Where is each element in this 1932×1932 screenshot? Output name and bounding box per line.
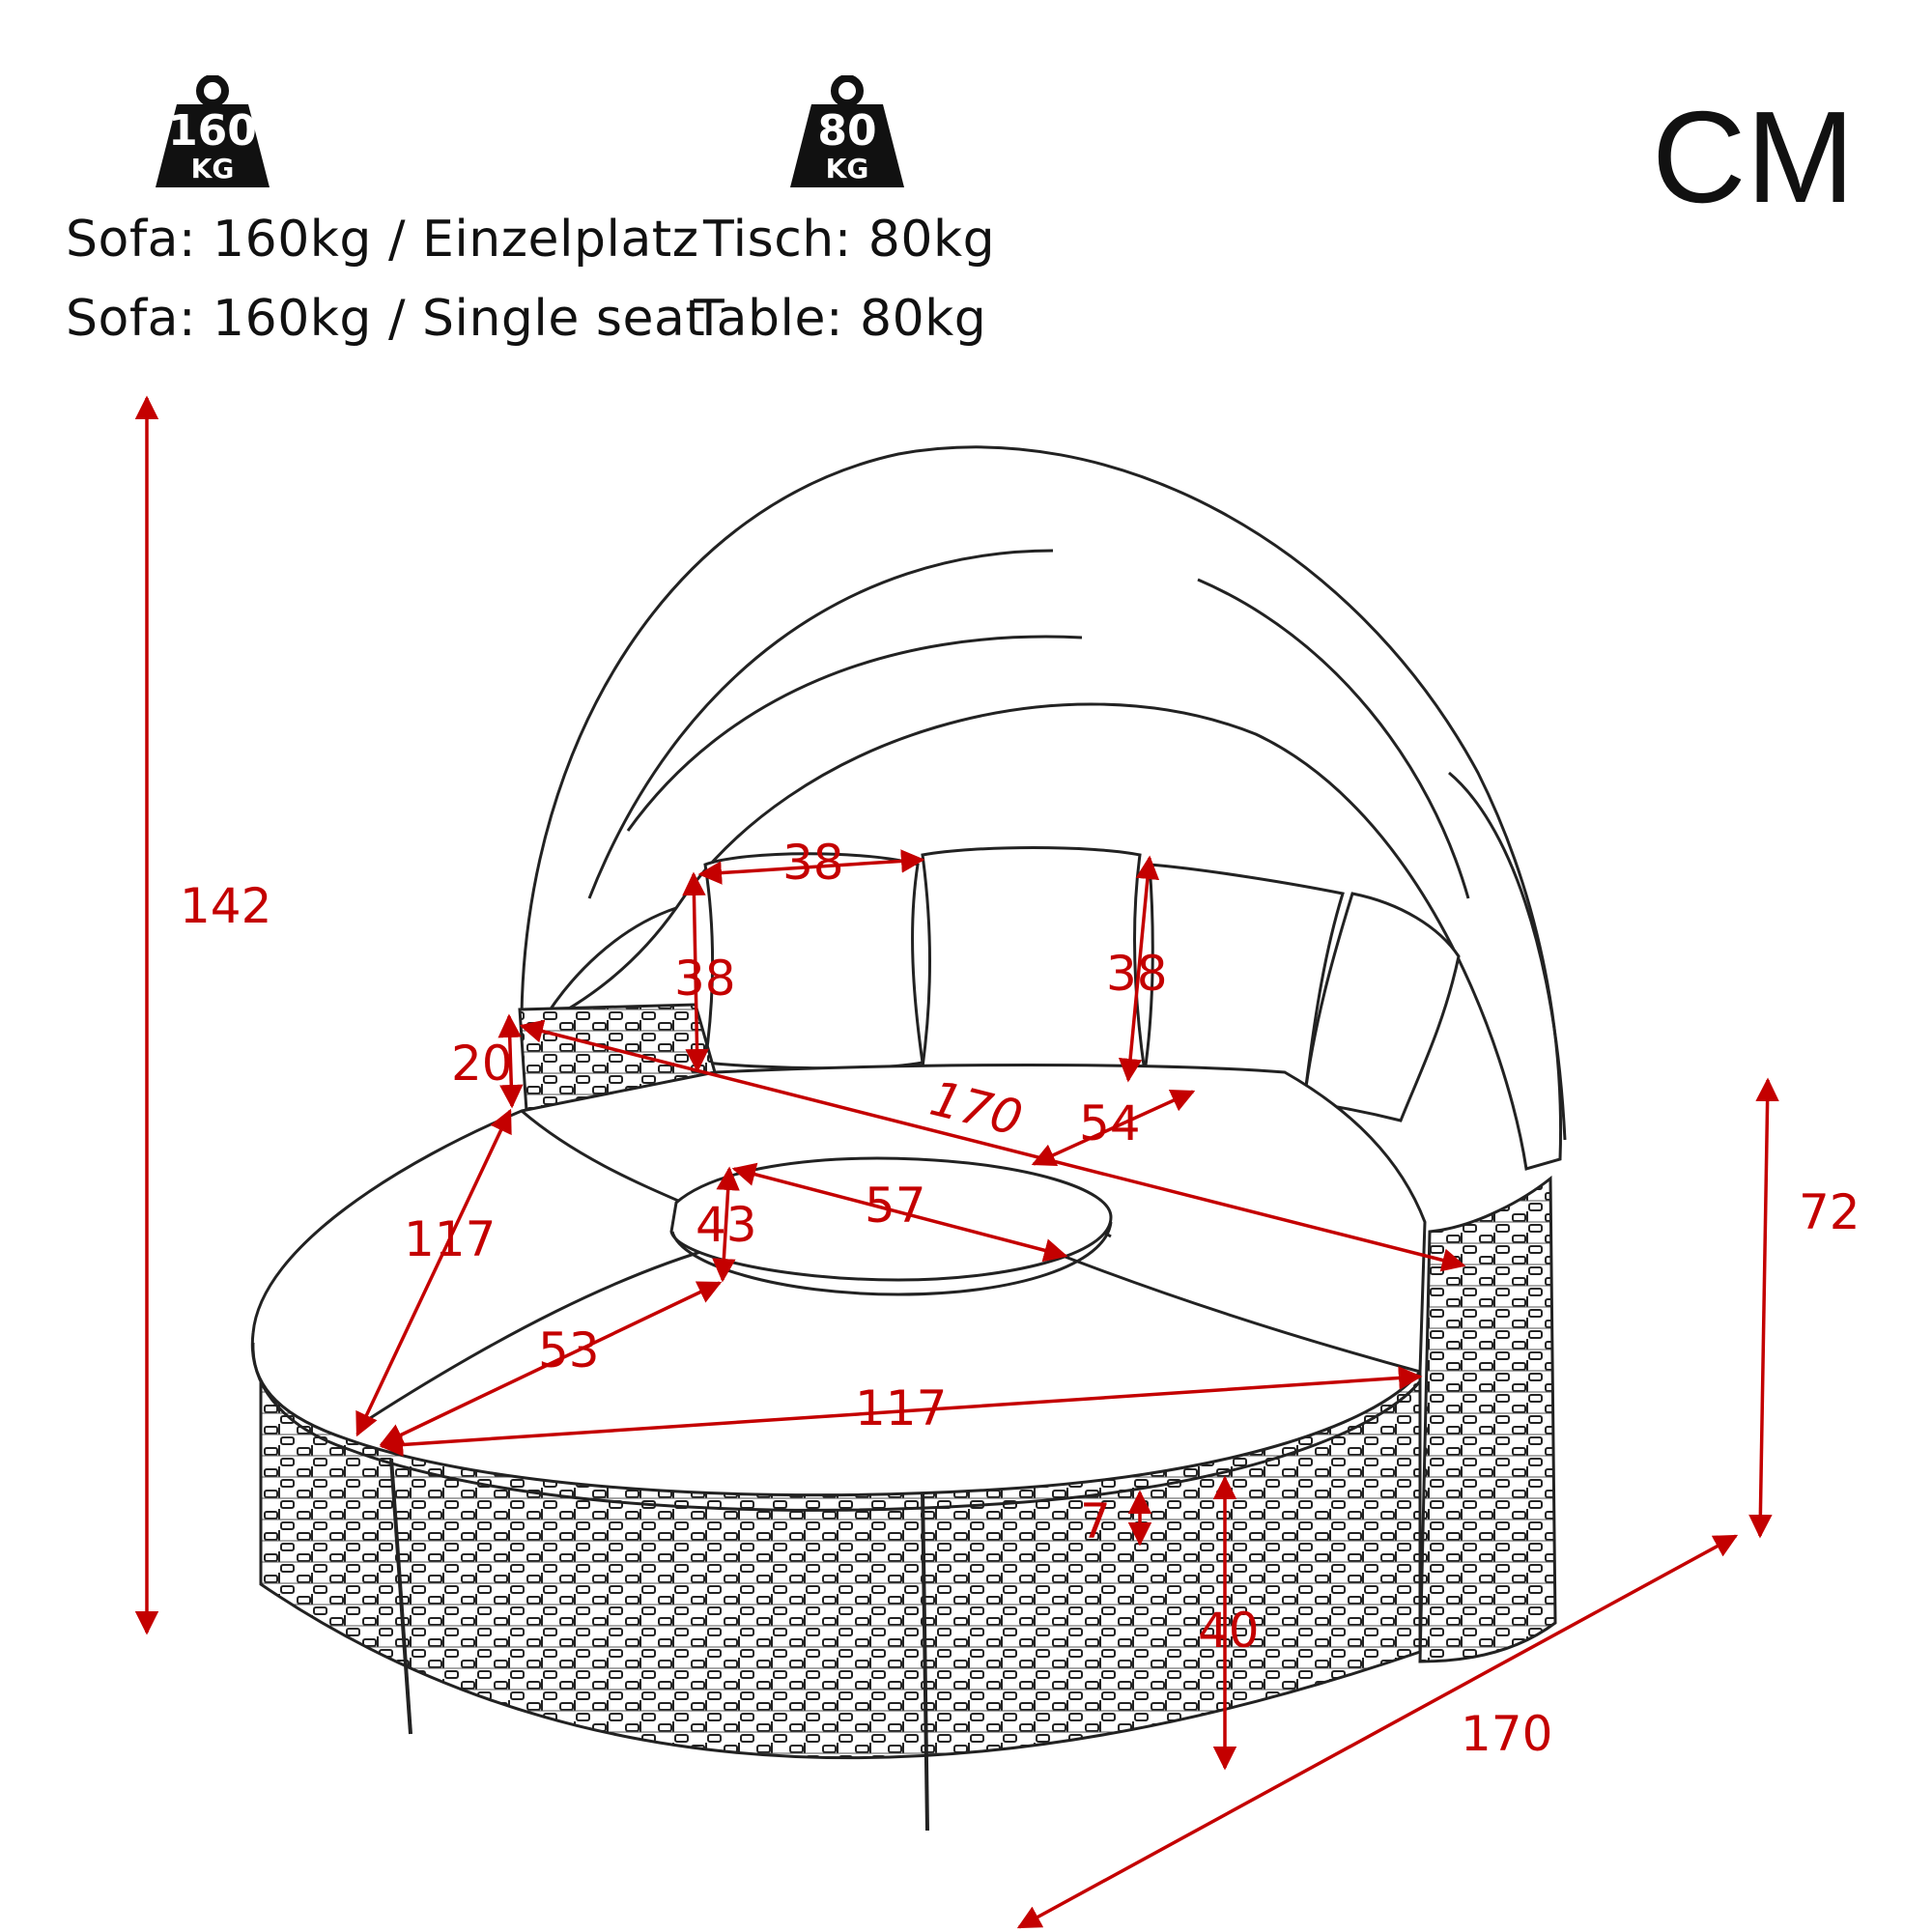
dim-label-pillow-width: 38 [782,835,844,891]
dim-label-back-height: 72 [1799,1184,1861,1240]
dim-label-seat-height: 40 [1198,1603,1260,1659]
dim-label-backrest-gap: 54 [1079,1095,1141,1151]
dim-line-pillow-width [697,849,925,885]
weight-badge-unit: KG [826,153,869,185]
unit-label: CM [1652,84,1855,230]
weight-icon: 80 KG [790,75,904,187]
table-weight-de: Tisch: 80kg [703,211,996,269]
dim-line-table-diameter [731,1162,1068,1263]
dim-label-table-height: 43 [696,1197,757,1253]
weight-icon: 160 KG [156,75,270,187]
dim-label-outer-diameter: 170 [1461,1706,1552,1762]
weight-badge-value: 80 [817,106,876,156]
dim-line-canopy-depth [519,1019,1466,1272]
table-weight-en: Table: 80kg [694,290,987,348]
dim-label-armrest-height: 20 [451,1036,513,1092]
dim-line-seat-width [379,1366,1423,1457]
back-post-right [1418,1175,1557,1663]
dim-label-cushion-thickness: 7 [1080,1493,1111,1549]
dim-label-seat-width: 117 [855,1380,947,1436]
dim-line-table-height [712,1166,740,1283]
dim-label-segment-width: 53 [538,1322,600,1378]
dim-line-outer-diameter [1016,1534,1739,1929]
dim-label-pillow-height-left: 38 [674,951,736,1007]
dim-label-pillow-height-right: 38 [1106,946,1168,1002]
sofa-weight-de: Sofa: 160kg / Einzelplatz [66,211,699,269]
dim-label-table-diameter: 57 [865,1178,926,1234]
sofa-weight-en: Sofa: 160kg / Single seat [66,290,706,348]
dim-line-armrest-height [497,1013,524,1109]
canopy [520,445,1567,1171]
weight-badge-unit: KG [191,153,235,185]
dim-label-seat-depth: 117 [404,1211,496,1267]
dim-line-back-height [1748,1077,1779,1539]
dimension-lines [134,395,1779,1929]
weight-badge-value: 160 [168,106,257,156]
dim-line-backrest-gap [1031,1089,1196,1167]
dim-label-total-height: 142 [180,878,271,934]
